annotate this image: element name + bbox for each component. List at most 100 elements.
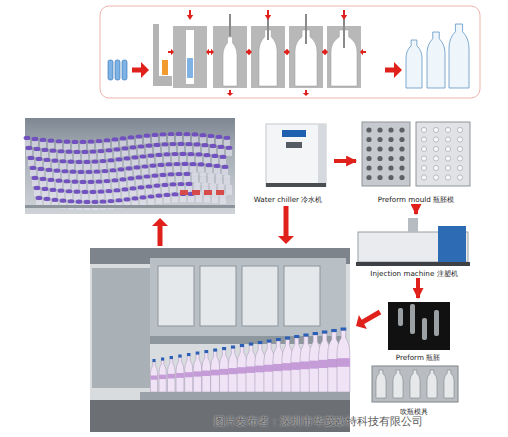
bottle-cap [214, 164, 221, 168]
bottle-body [220, 198, 226, 204]
bottle-body [124, 161, 130, 167]
photo-background [25, 118, 235, 214]
mold-cavity [223, 37, 237, 86]
process-arrow [385, 62, 402, 78]
bottle-label [219, 369, 228, 375]
preform-tube [434, 310, 439, 336]
bottle-body [96, 143, 102, 149]
bottle-body [32, 180, 38, 186]
equipment-caption: Preform mould 瓶胚模 [378, 196, 454, 204]
bottle-body [162, 146, 168, 152]
bottle-cap [158, 163, 165, 167]
bottle-cap [62, 169, 69, 173]
bottle-cap [136, 175, 143, 179]
water-bottle [337, 331, 350, 393]
mould-core [433, 137, 438, 142]
bottle-body [72, 144, 78, 150]
bottle-body [140, 159, 146, 165]
blow-mould-block [372, 366, 458, 402]
bottle-body [26, 150, 32, 156]
flow-arrow [414, 204, 418, 214]
bottle-body [106, 193, 112, 199]
bottle-body [120, 141, 126, 147]
bottle-body [176, 136, 182, 142]
chiller-logo [282, 130, 306, 137]
bottle-cap [152, 359, 155, 362]
chiller-panel [286, 142, 302, 148]
bottle-cap [30, 166, 37, 170]
bottle-cap [136, 134, 143, 138]
bottle-cap [150, 164, 157, 168]
bottle-cap [132, 155, 139, 159]
bottle-cap [208, 134, 215, 138]
mold-stage [168, 10, 212, 88]
mould-cavity [388, 146, 393, 151]
bottle-cap [210, 183, 217, 187]
mould-core [457, 165, 462, 170]
water-bottle [185, 356, 193, 392]
bottle-body [170, 186, 176, 192]
bottle-body [74, 194, 80, 200]
bottle-cap [120, 136, 127, 140]
stretch-rod [305, 14, 307, 44]
bottle-cap [174, 162, 181, 166]
bottle-cap [156, 153, 163, 157]
bottle-body [72, 184, 78, 190]
bottle-cap [222, 347, 226, 350]
bottle-cap [82, 150, 89, 154]
equipment-node: Water chiller 冷水机 [242, 118, 334, 204]
bottle-cap [144, 134, 151, 138]
machine-base [356, 262, 470, 266]
bottle-body [44, 162, 50, 168]
bottle-cap [192, 132, 199, 136]
mould-cavity [366, 156, 371, 161]
bottle-cap [160, 173, 167, 177]
bottle-body [68, 164, 74, 170]
bottle-body [98, 153, 104, 159]
bottle-cap [48, 139, 55, 143]
mould-core [433, 127, 438, 132]
bottle-cavity [444, 370, 454, 398]
process-arrow [360, 49, 366, 55]
mould-cavity [366, 127, 371, 132]
machine-body [150, 258, 346, 338]
bottle-body [82, 154, 88, 160]
bottle-cap [285, 337, 290, 340]
mould-cavity [388, 127, 393, 132]
bottle-cap [34, 186, 41, 190]
bottle-body [42, 152, 48, 158]
bottle-cap [96, 179, 103, 183]
bottle-cap [218, 145, 225, 149]
filling-line-photo [90, 248, 350, 432]
bottle-body [70, 174, 76, 180]
bottle-body [102, 173, 108, 179]
bottle-body [144, 138, 150, 144]
bottle-cap [313, 332, 318, 335]
bottle-body [56, 183, 62, 189]
process-arrow [265, 10, 271, 20]
bottle-cap [60, 159, 67, 163]
equipment-node: Preform 瓶胚 [380, 298, 456, 362]
bottle-body [114, 152, 120, 158]
bottle-cap [52, 159, 59, 163]
bottle-cap [182, 162, 189, 166]
flow-arrow [416, 278, 420, 298]
equipment-caption: Injection machine 注塑机 [370, 270, 457, 278]
bottle-cap [178, 355, 181, 358]
machine-window [158, 266, 194, 326]
bottle-body [152, 137, 158, 143]
bottle-label [151, 376, 158, 380]
bottle-cap [128, 135, 135, 139]
bottle-body [112, 142, 118, 148]
mould-core [457, 146, 462, 151]
bottle-body [30, 170, 36, 176]
bottle-cap [331, 329, 337, 332]
bottle-body [58, 193, 64, 199]
bottle-cap [88, 139, 95, 143]
bottle-label [192, 190, 200, 195]
bottle-cap [168, 172, 175, 176]
bottle-body [126, 171, 132, 177]
bottle-cap [58, 189, 65, 193]
mold-block [153, 24, 159, 86]
